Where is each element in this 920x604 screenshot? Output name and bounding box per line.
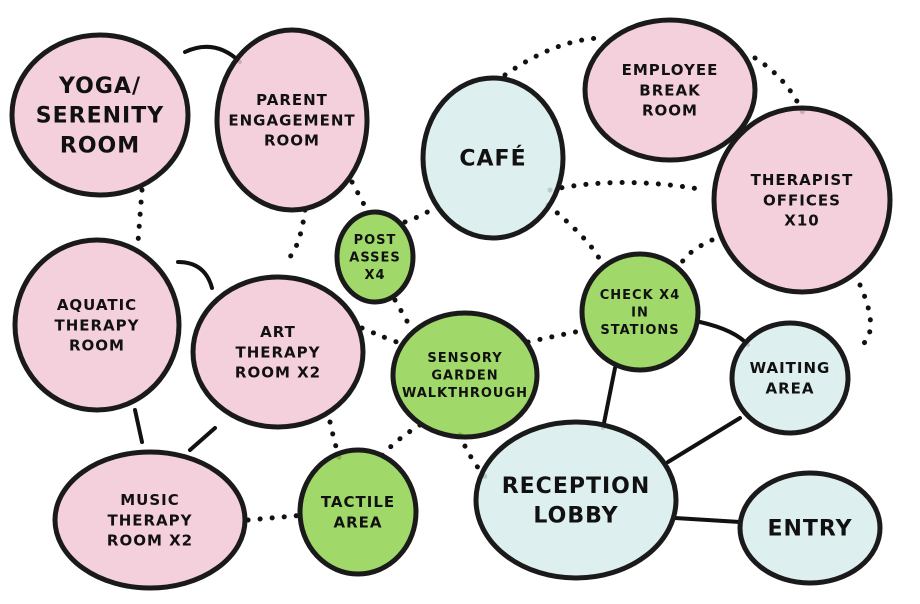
bubble-music: MUSIC THERAPY ROOM X2 — [52, 449, 248, 591]
bubble-checkin: CHECK X4 IN STATIONS — [579, 251, 701, 373]
bubble-employee: EMPLOYEE BREAK ROOM — [582, 17, 758, 163]
bubble-label-therapist: THERAPIST OFFICES X10 — [751, 171, 854, 230]
bubble-label-line: WALKTHROUGH — [402, 386, 528, 401]
link-sensory-checkin — [525, 327, 588, 345]
bubble-label-line: SERENITY — [36, 104, 164, 129]
bubble-sensory: SENSORY GARDEN WALKTHROUGH — [390, 310, 540, 440]
bubble-cafe: CAFÉ — [420, 75, 566, 241]
bubble-label-aquatic: AQUATIC THERAPY ROOM — [54, 296, 139, 355]
bubble-label-line: PARENT — [256, 91, 328, 109]
bubble-waiting: WAITING AREA — [729, 320, 851, 436]
bubble-label-checkin: CHECK X4 IN STATIONS — [600, 288, 681, 338]
link-postasses-sensory — [392, 297, 415, 333]
bubble-label-line: ENGAGEMENT — [228, 111, 355, 129]
bubble-label-line: CAFÉ — [459, 146, 526, 172]
bubble-label-reception: RECEPTION LOBBY — [502, 474, 651, 529]
bubble-label-tactile: TACTILE AREA — [321, 493, 395, 531]
bubble-aquatic: AQUATIC THERAPY ROOM — [12, 237, 182, 413]
link-art-music — [188, 426, 217, 452]
bubble-postasses: POST ASSES X4 — [334, 209, 416, 305]
link-therapist-checkin — [679, 237, 715, 265]
bubble-label-music: MUSIC THERAPY ROOM X2 — [107, 491, 193, 550]
bubble-reception: RECEPTION LOBBY — [473, 419, 679, 581]
link-parent-postasses — [282, 207, 308, 265]
bubble-yoga: YOGA/SERENITY ROOM — [9, 32, 191, 198]
bubble-label-parent: PARENT ENGAGEMENT ROOM — [228, 91, 355, 150]
bubble-label-line: OFFICES — [763, 191, 841, 209]
bubble-label-line: EMPLOYEE — [622, 61, 719, 79]
bubble-label-line: IN — [631, 306, 649, 321]
bubble-art: ART THERAPY ROOM X2 — [190, 274, 366, 430]
bubble-label-line: ROOM — [60, 133, 140, 158]
bubble-label-line: MUSIC — [120, 491, 180, 509]
link-postasses-cafe — [402, 202, 441, 225]
link-cafe-therapist — [547, 180, 708, 193]
link-aquatic-music — [133, 408, 144, 444]
bubble-label-line: TACTILE — [321, 493, 395, 511]
bubble-label-line: ROOM — [264, 132, 320, 150]
bubble-label-line: RECEPTION — [502, 474, 651, 499]
link-cafe-checkin — [545, 202, 603, 263]
bubble-label-line: AREA — [333, 513, 382, 531]
link-checkin-waiting — [698, 320, 750, 347]
link-sensory-tactile — [377, 422, 423, 461]
bubble-label-line: X4 — [364, 268, 385, 283]
bubble-label-line: CHECK X4 — [600, 288, 681, 303]
bubble-label-entry: ENTRY — [767, 517, 852, 542]
bubble-label-line: STATIONS — [600, 323, 679, 338]
bubble-label-line: THERAPY — [54, 316, 139, 334]
bubble-label-cafe: CAFÉ — [459, 146, 526, 172]
bubble-label-yoga: YOGA/SERENITY ROOM — [36, 74, 164, 158]
bubble-label-line: LOBBY — [533, 504, 618, 529]
bubble-label-line: ROOM X2 — [235, 364, 321, 382]
link-therapist-waiting — [857, 282, 873, 348]
link-yoga-aquatic — [135, 187, 145, 245]
bubble-label-line: ROOM X2 — [107, 532, 193, 550]
link-cafe-employee — [502, 35, 603, 78]
bubble-label-line: AREA — [765, 379, 814, 397]
link-reception-entry — [673, 516, 742, 524]
bubble-tactile: TACTILE AREA — [297, 447, 419, 577]
bubble-label-waiting: WAITING AREA — [750, 359, 831, 397]
bubble-label-line: BREAK — [639, 81, 701, 99]
bubble-label-line: THERAPY — [235, 343, 320, 361]
bubble-label-line: GARDEN — [431, 369, 498, 384]
bubble-label-line: X10 — [784, 212, 819, 230]
bubble-therapist: THERAPIST OFFICES X10 — [711, 105, 893, 295]
bubble-entry: ENTRY — [737, 470, 883, 586]
link-yoga-parent — [183, 44, 242, 64]
bubble-label-line: YOGA/ — [58, 74, 141, 99]
bubble-label-line: THERAPIST — [751, 171, 854, 189]
bubble-label-line: ROOM — [69, 337, 125, 355]
bubble-label-line: ENTRY — [767, 517, 852, 542]
bubble-label-line: ROOM — [642, 102, 698, 120]
bubble-label-line: AQUATIC — [57, 296, 137, 314]
link-art-sensory — [359, 325, 408, 348]
link-parent-postasses-2 — [349, 179, 371, 215]
link-music-tactile — [245, 512, 308, 523]
bubble-parent: PARENT ENGAGEMENT ROOM — [214, 27, 370, 213]
bubble-label-line: SENSORY — [427, 351, 502, 366]
bubble-label-line: ASSES — [349, 251, 400, 266]
bubble-label-line: POST — [354, 233, 397, 248]
bubble-label-sensory: SENSORY GARDEN WALKTHROUGH — [402, 351, 528, 401]
bubble-label-line: THERAPY — [107, 511, 192, 529]
link-reception-waiting — [666, 416, 742, 464]
bubbles: YOGA/SERENITY ROOM PARENT ENGAGEMENT ROOM C… — [9, 17, 893, 591]
link-checkin-reception — [601, 366, 617, 430]
bubble-label-art: ART THERAPY ROOM X2 — [235, 323, 321, 382]
bubble-label-line: WAITING — [750, 359, 831, 377]
bubble-label-employee: EMPLOYEE BREAK ROOM — [622, 61, 719, 120]
bubble-label-postasses: POST ASSES X4 — [349, 233, 400, 283]
bubble-label-line: ART — [260, 323, 296, 341]
link-aquatic-art — [176, 260, 214, 290]
